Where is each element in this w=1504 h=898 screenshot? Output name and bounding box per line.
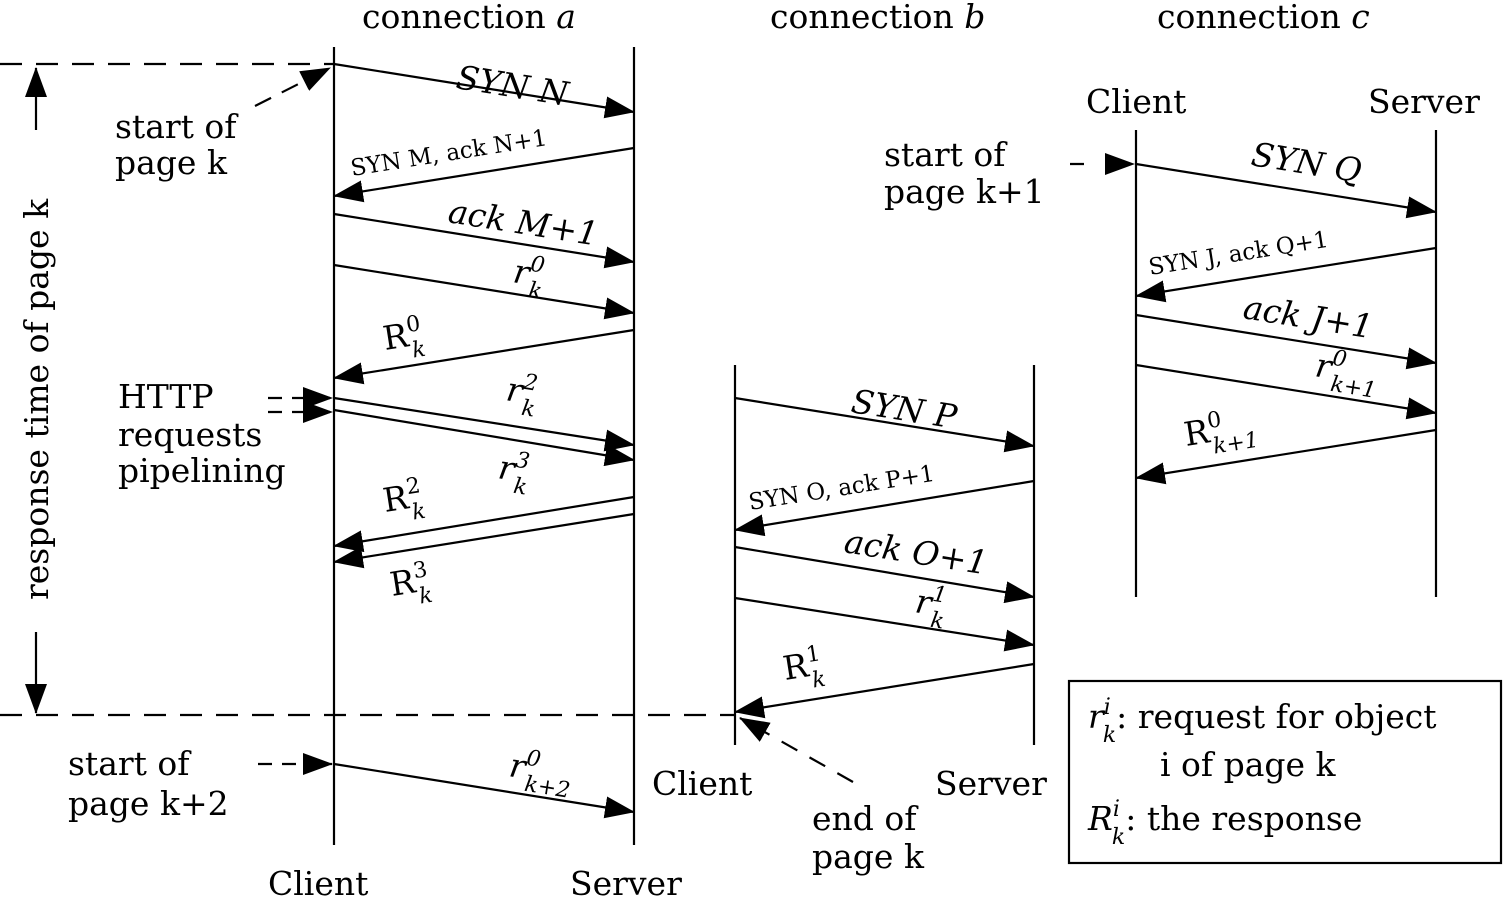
message-label-a-3: r0k (509, 249, 548, 304)
message-label-b-1: SYN O, ack P+1 (747, 461, 936, 516)
pipelining-label: HTTP requests pipelining (118, 377, 286, 490)
start-page-k1-label: start of page k+1 (884, 135, 1045, 211)
connection-a-title: connection a (362, 0, 576, 36)
message-label-c-4: R0k+1 (1181, 402, 1261, 464)
message-label-a-9: r0k+2 (505, 743, 576, 803)
message-label-a-7: R2k (380, 473, 428, 530)
message-arrow-a-4 (333, 328, 635, 385)
connection-b-title: connection b (770, 0, 985, 36)
message-label-c-1: SYN J, ack Q+1 (1147, 227, 1330, 281)
message-label-c-2: ack J+1 (1241, 287, 1376, 346)
message-label-b-4: R1k (780, 641, 828, 698)
message-arrow-a-5 (333, 396, 635, 452)
conn-c-server-label: Server (1368, 82, 1480, 121)
message-arrow-c-4 (1135, 428, 1437, 485)
conn-b-client-label: Client (652, 764, 752, 803)
start-page-k2-label: start of page k+2 (68, 744, 229, 823)
message-label-a-0: SYN N (454, 57, 572, 113)
message-arrow-a-2 (333, 212, 635, 269)
conn-a-client-label: Client (268, 864, 368, 898)
message-arrow-c-2 (1135, 313, 1437, 370)
message-arrow-b-2 (734, 545, 1035, 604)
message-arrow-b-0 (734, 396, 1035, 453)
message-arrow-a-0 (333, 62, 635, 119)
end-page-k-label: end of page k (812, 799, 927, 876)
message-arrow-b-4 (734, 662, 1035, 719)
message-arrow-a-1 (333, 146, 635, 203)
message-arrow-c-1 (1135, 246, 1437, 303)
conn-b-server-label: Server (935, 764, 1047, 803)
message-arrow-b-3 (734, 596, 1035, 652)
start-page-k-pointer-arrow (254, 67, 331, 107)
message-arrow-a-3 (333, 263, 635, 320)
message-label-a-4: R0k (380, 311, 428, 368)
message-arrow-a-7 (333, 495, 635, 553)
message-label-b-2: ack O+1 (842, 521, 991, 582)
message-label-a-8: R3k (387, 557, 435, 614)
legend-border (1067, 679, 1503, 865)
message-arrow-a-8 (333, 512, 635, 569)
message-label-a-1: SYN M, ack N+1 (349, 125, 549, 182)
message-arrow-b-1 (734, 479, 1035, 537)
legend-request-entry-line2: i of page k (1160, 745, 1337, 784)
connection-c-title: connection c (1157, 0, 1370, 36)
message-label-b-0: SYN P (849, 381, 961, 436)
message-label-a-5: r2k (502, 367, 541, 422)
conn-a-server-label: Server (570, 864, 682, 898)
message-label-c-0: SYN Q (1249, 134, 1365, 190)
message-arrow-c-0 (1135, 162, 1437, 219)
end-page-k-pointer-arrow (739, 717, 854, 783)
message-label-a-6: r3k (494, 445, 533, 500)
conn-c-client-label: Client (1086, 82, 1186, 121)
message-arrow-a-6 (333, 408, 635, 467)
response-time-label: response time of page k (17, 198, 56, 600)
message-arrow-c-3 (1135, 363, 1437, 420)
message-arrow-a-9 (333, 762, 635, 819)
start-page-k-label: start of page k (115, 107, 247, 182)
